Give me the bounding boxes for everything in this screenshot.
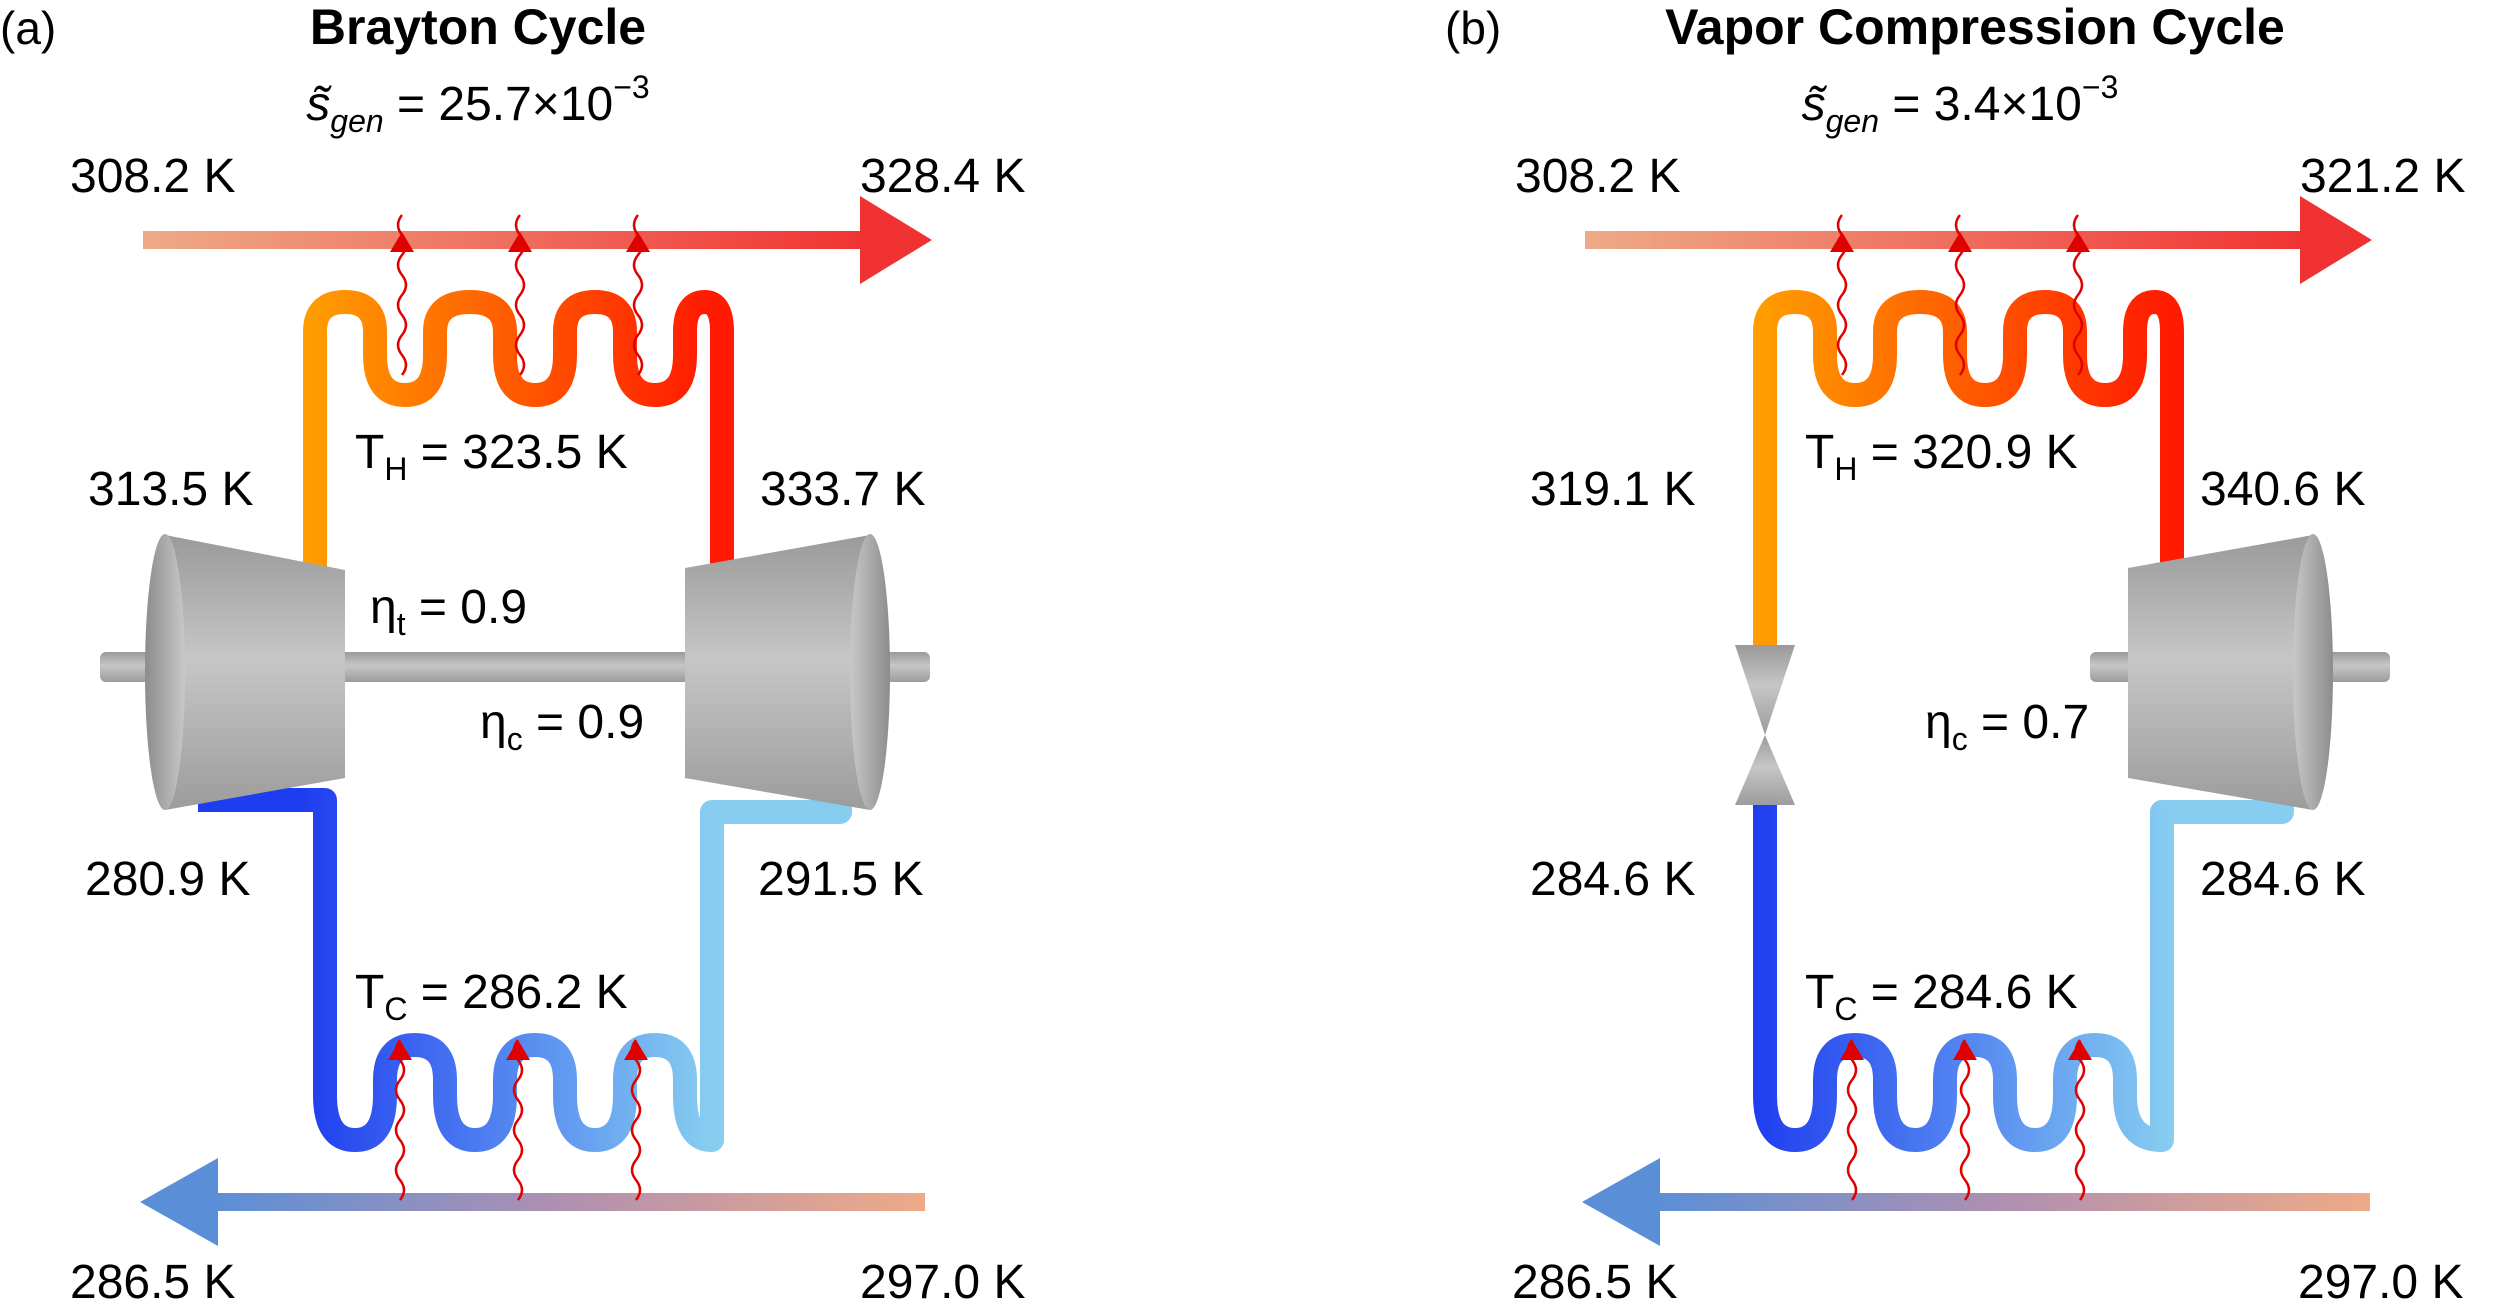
sgen-a: s̃gen = 25.7×10−3: [306, 69, 649, 139]
hot-inlet-temp-a: 308.2 K: [70, 150, 235, 203]
hot-stream-arrowhead-a: [860, 196, 932, 284]
heat-arrows-cold-a: [394, 1039, 642, 1201]
expansion-valve-b: [1735, 645, 1795, 805]
heat-arrowheads-hot-b: [1830, 232, 2090, 252]
lower-right-temp-a: 291.5 K: [758, 853, 923, 906]
compressor-b: [2128, 534, 2333, 810]
eta-compressor-b: ηc = 0.7: [1925, 696, 2089, 757]
lower-right-temp-b: 284.6 K: [2200, 853, 2365, 906]
turbine-a: [145, 534, 345, 810]
upper-right-temp-b: 340.6 K: [2200, 463, 2365, 516]
hot-stream-arrow-a: [143, 231, 873, 249]
cold-outlet-temp-b: 286.5 K: [1512, 1256, 1677, 1303]
tc-label-b: TC = 284.6 K: [1805, 966, 2078, 1027]
sgen-b: s̃gen = 3.4×10−3: [1802, 69, 2119, 139]
panel-label-a: (a): [0, 2, 56, 54]
cold-stream-arrowhead-a: [140, 1158, 218, 1246]
hot-stream-arrow-b: [1585, 231, 2313, 249]
lower-left-temp-a: 280.9 K: [85, 853, 250, 906]
upper-left-temp-a: 313.5 K: [88, 463, 253, 516]
cold-loop-b: [1753, 800, 2294, 1152]
heat-arrowheads-hot-a: [390, 232, 650, 252]
th-label-b: TH = 320.9 K: [1805, 426, 2078, 487]
panel-a: (a) Brayton Cycle s̃gen = 25.7×10−3 308.…: [0, 0, 1025, 1308]
title-b: Vapor Compression Cycle: [1665, 0, 2285, 55]
heat-arrowheads-cold-b: [1840, 1040, 2092, 1060]
panel-b: (b) Vapor Compression Cycle s̃gen = 3.4×…: [1445, 0, 2465, 1308]
upper-left-temp-b: 319.1 K: [1530, 463, 1695, 516]
hot-stream-arrowhead-b: [2300, 196, 2372, 284]
cold-inlet-temp-b: 297.0 K: [2298, 1256, 2463, 1303]
lower-left-temp-b: 284.6 K: [1530, 853, 1695, 906]
tc-label-a: TC = 286.2 K: [355, 966, 628, 1027]
cold-inlet-temp-a: 297.0 K: [860, 1256, 1025, 1303]
heat-arrows-cold-b: [1846, 1039, 2086, 1201]
compressor-a: [685, 534, 890, 810]
th-label-a: TH = 323.5 K: [355, 426, 628, 487]
eta-turbine-a: ηt = 0.9: [370, 581, 527, 642]
hot-outlet-temp-a: 328.4 K: [860, 150, 1025, 203]
cold-stream-arrow-b: [1645, 1193, 2370, 1211]
heat-arrowheads-cold-a: [388, 1040, 648, 1060]
title-a: Brayton Cycle: [310, 0, 646, 55]
panel-label-b: (b): [1445, 2, 1501, 54]
hot-loop-a: [303, 290, 734, 572]
upper-right-temp-a: 333.7 K: [760, 463, 925, 516]
cold-stream-arrow-a: [205, 1193, 925, 1211]
hot-inlet-temp-b: 308.2 K: [1515, 150, 1680, 203]
cold-outlet-temp-a: 286.5 K: [70, 1256, 235, 1303]
eta-compressor-a: ηc = 0.9: [480, 696, 644, 757]
cold-stream-arrowhead-b: [1582, 1158, 1660, 1246]
hot-loop-b: [1753, 290, 2184, 690]
hot-outlet-temp-b: 321.2 K: [2300, 150, 2465, 203]
